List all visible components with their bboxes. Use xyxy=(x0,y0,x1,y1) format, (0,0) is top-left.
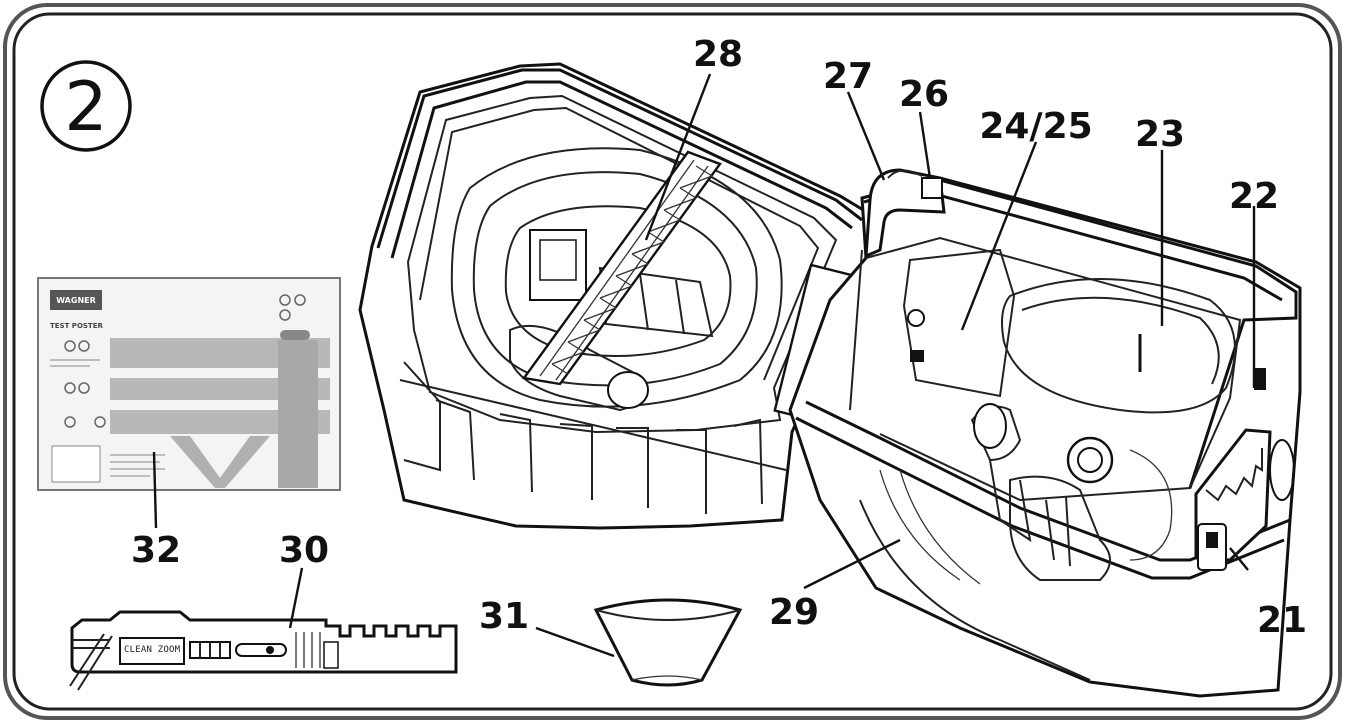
callout-22: 22 xyxy=(1229,176,1279,217)
callout-24-25: 24/25 xyxy=(979,106,1092,147)
case-base-illustration xyxy=(788,168,1302,698)
callout-21: 21 xyxy=(1257,600,1307,641)
callout-23: 23 xyxy=(1135,114,1185,155)
figure-number: 2 xyxy=(64,68,107,147)
callout-28: 28 xyxy=(693,34,743,75)
poster-title: TEST POSTER xyxy=(50,322,103,330)
poster-brand: WAGNER xyxy=(56,296,96,305)
callout-30: 30 xyxy=(279,530,329,571)
callout-26: 26 xyxy=(899,74,949,115)
diagram-frame xyxy=(3,3,1342,720)
figure-number-badge: 2 xyxy=(40,60,132,152)
callout-32: 32 xyxy=(131,530,181,571)
measuring-cup-illustration xyxy=(593,598,743,687)
callout-labels: 21 22 23 24/25 26 27 28 29 30 31 32 xyxy=(131,34,1307,641)
callout-31: 31 xyxy=(479,596,529,637)
gauge-scale-text: CLEAN ZOOM xyxy=(124,645,181,655)
callout-leader-lines xyxy=(152,73,1256,658)
test-poster-illustration: WAGNER TEST POSTER xyxy=(37,277,341,491)
callout-29: 29 xyxy=(769,592,819,633)
case-lid-illustration xyxy=(358,62,872,530)
viscosity-gauge-illustration: CLEAN ZOOM xyxy=(69,610,458,691)
callout-27: 27 xyxy=(823,56,873,97)
